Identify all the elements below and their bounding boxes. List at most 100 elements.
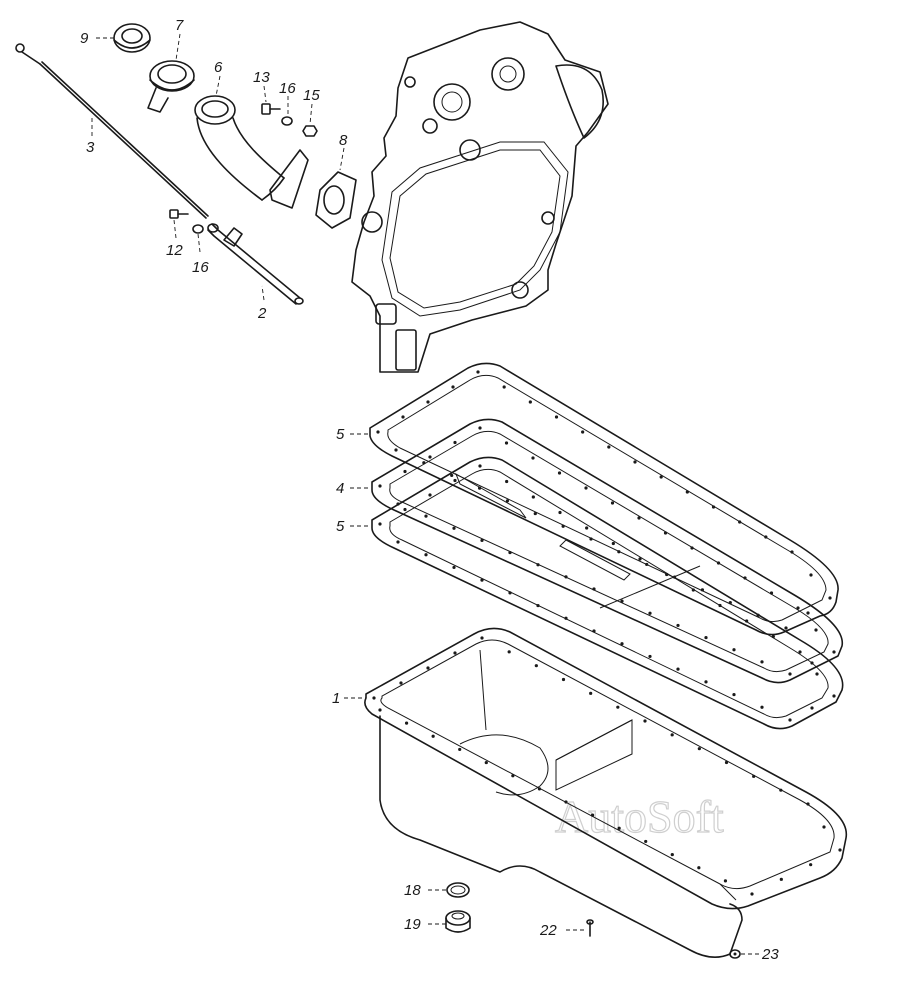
callout-19: 19 [404, 916, 421, 933]
bolt-hole [484, 760, 488, 765]
bolt-hole [718, 603, 722, 608]
part-5-upper-gasket [369, 362, 839, 636]
callout-16-lower: 16 [192, 259, 209, 276]
bolt-hole [378, 522, 382, 526]
bolt-hole [589, 691, 593, 695]
bolt-hole [838, 848, 842, 852]
bolt-hole [536, 563, 540, 567]
bolt-hole [704, 680, 708, 684]
bolt-hole [450, 473, 454, 478]
bolt-hole [396, 502, 400, 506]
bolt-hole [732, 692, 736, 697]
bolt-hole [676, 667, 680, 671]
part-6-filler-neck [194, 95, 309, 209]
bolt-hole [724, 760, 729, 765]
bolt-hole [645, 562, 649, 567]
part-7-clamp-ring [147, 60, 195, 113]
bolt-hole [581, 430, 585, 434]
bolt-hole [589, 537, 593, 541]
bolt-hole [505, 499, 510, 503]
bolt-hole [790, 550, 794, 554]
callout-5-lower: 5 [336, 518, 345, 535]
bolt-hole [610, 501, 615, 505]
bolt-hole [788, 672, 792, 676]
bolt-hole [670, 852, 674, 857]
bolt-hole [564, 800, 568, 804]
bolt-hole [458, 747, 462, 752]
bolt-hole [685, 490, 689, 494]
callout-18: 18 [404, 882, 421, 899]
bolt-hole [396, 540, 400, 544]
bolt-hole [716, 561, 721, 565]
bolt-hole [378, 484, 382, 488]
bolt-hole [665, 572, 669, 577]
bolt-hole [453, 651, 457, 655]
bolt-hole [480, 636, 484, 640]
bolt-hole [554, 415, 559, 419]
callout-labels: 9 7 6 13 16 15 8 3 12 16 2 5 4 5 1 18 19… [80, 17, 779, 963]
part-12-bolt [169, 209, 189, 219]
bolt-hole [732, 648, 736, 652]
callout-7: 7 [175, 17, 184, 34]
bolt-hole [809, 573, 813, 577]
bolt-hole [557, 471, 562, 475]
bolt-hole [426, 400, 430, 404]
bolt-hole [711, 505, 716, 509]
bolt-hole [745, 619, 749, 623]
bolt-hole [620, 642, 624, 646]
bolt-hole [404, 721, 409, 725]
bolt-hole [617, 550, 621, 554]
bolt-hole [426, 666, 430, 670]
part-3-dipstick [15, 43, 209, 219]
bolt-hole [752, 774, 756, 778]
bolt-hole [643, 719, 647, 723]
bolt-hole [478, 464, 482, 468]
bolt-hole [648, 654, 652, 659]
bolt-hole [533, 511, 537, 516]
bolt-hole [476, 370, 480, 374]
bolt-hole [502, 385, 506, 389]
part-16-washer-lower [192, 224, 204, 234]
bolt-hole [676, 623, 680, 628]
part-1-oil-pan [364, 627, 848, 958]
bolt-hole [451, 385, 455, 389]
bolt-hole [690, 546, 694, 550]
bolt-hole [401, 415, 405, 419]
bolt-hole [691, 588, 695, 592]
bolt-hole [704, 635, 708, 640]
bolt-hole [784, 626, 788, 630]
callout-4: 4 [336, 480, 344, 497]
bolt-hole [558, 510, 562, 515]
bolt-hole [537, 787, 542, 791]
bolt-hole [561, 677, 566, 682]
part-13-bolt [261, 103, 281, 115]
bolt-hole [659, 475, 663, 479]
bolt-hole [452, 565, 456, 570]
part-2-dipstick-tube [207, 223, 304, 305]
bolt-hole [779, 877, 783, 881]
bolt-hole [750, 892, 754, 896]
bolt-hole [700, 588, 705, 592]
part-19-drain-plug [445, 910, 471, 933]
bolt-hole [756, 613, 760, 617]
bolt-hole [723, 879, 728, 883]
bolt-hole [810, 706, 814, 710]
bolt-hole [376, 430, 380, 434]
bolt-hole [764, 535, 768, 539]
bolt-hole [453, 440, 457, 445]
bolt-hole [372, 696, 376, 700]
bolt-hole [620, 599, 624, 603]
bolt-hole [378, 708, 382, 712]
bolt-hole [806, 802, 810, 806]
callout-1: 1 [332, 690, 340, 707]
bolt-hole [788, 718, 792, 722]
bolt-hole [424, 514, 428, 518]
bolt-hole [760, 705, 764, 709]
bolt-hole [424, 553, 428, 557]
bolt-hole [814, 628, 818, 632]
bolt-hole [477, 486, 482, 490]
bolt-hole [505, 479, 509, 484]
bolt-hole [822, 825, 826, 829]
part-18-o-ring [446, 882, 470, 898]
